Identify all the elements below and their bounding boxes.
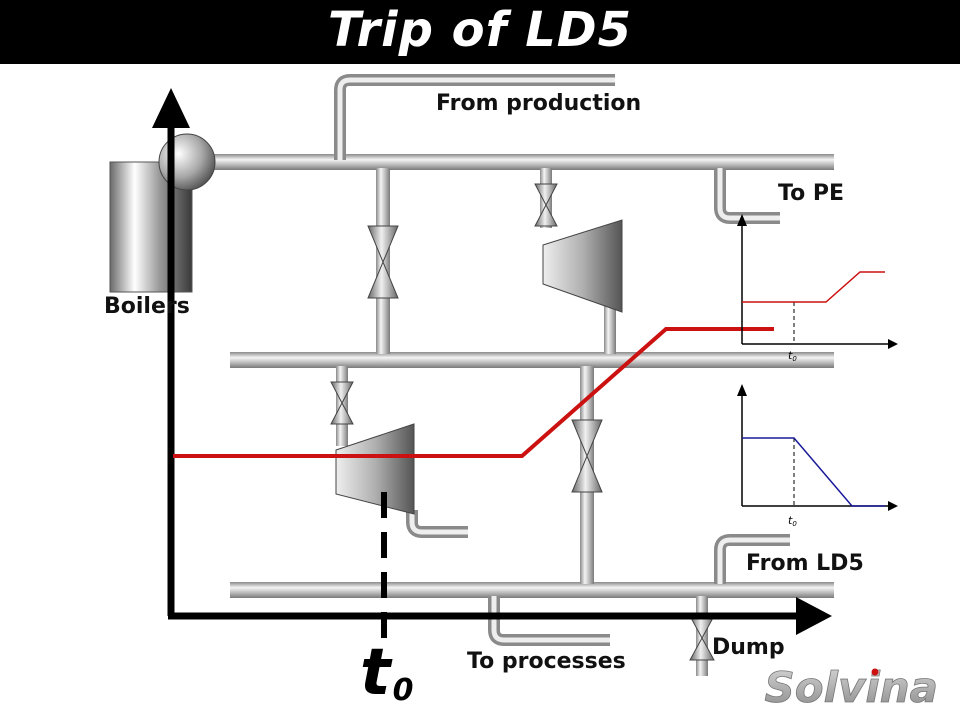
- main-t0-label: t0: [360, 636, 413, 710]
- reducing-valve-2: [571, 419, 603, 493]
- label-boilers: Boilers: [104, 294, 190, 319]
- to-pe-pipe: [714, 168, 780, 224]
- small-chart-from-ld5: [737, 384, 898, 511]
- label-from-production: From production: [436, 91, 641, 116]
- small-chart-to-pe: [737, 214, 898, 349]
- dump-valve: [689, 615, 715, 661]
- bottom-header-pipe: [230, 582, 834, 598]
- label-dump: Dump: [712, 635, 785, 660]
- main-trend-axes: [152, 88, 832, 635]
- logo-dot-icon: [871, 668, 879, 676]
- boiler-drum: [158, 133, 216, 191]
- hp-turbine: [542, 219, 623, 313]
- small-chart-2-line: [742, 437, 885, 507]
- turbine-exhaust-pipe: [406, 510, 468, 538]
- label-to-processes: To processes: [467, 649, 626, 674]
- label-to-pe: To PE: [778, 181, 844, 206]
- small-chart-1-line: [742, 271, 885, 303]
- lp-turbine-inlet-valve: [330, 381, 354, 425]
- page-title: Trip of LD5: [327, 2, 633, 58]
- middle-header-pipe: [230, 352, 834, 368]
- top-header-pipe: [186, 154, 834, 170]
- small-chart-1-t0-label: t0: [788, 349, 797, 363]
- reducing-valve-1: [367, 225, 399, 299]
- lp-turbine-ld5: [335, 423, 415, 515]
- label-from-ld5: From LD5: [746, 551, 864, 576]
- title-bar: Trip of LD5: [0, 0, 960, 64]
- main-trend-line: [173, 327, 774, 458]
- small-chart-2-t0-label: t0: [788, 514, 797, 528]
- turbine-outlet-pipe-hp: [604, 300, 616, 354]
- solvina-logo: Solvina: [764, 663, 938, 712]
- hp-turbine-inlet-valve: [534, 183, 558, 227]
